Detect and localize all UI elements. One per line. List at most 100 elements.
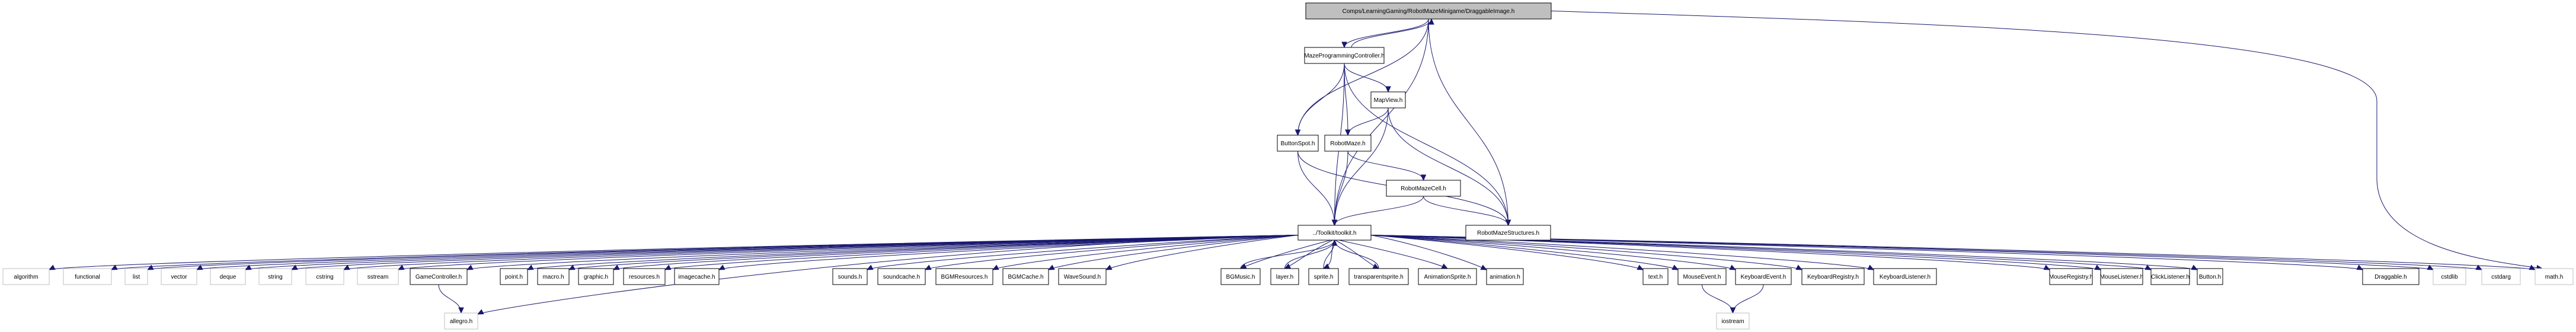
node-box[interactable]: [1002, 268, 1049, 285]
node-string[interactable]: string: [258, 268, 292, 285]
node-box[interactable]: [1465, 225, 1551, 241]
node-bgmresources[interactable]: BGMResources.h: [935, 268, 993, 285]
node-mouseregistry[interactable]: MouseRegistry.h: [2049, 268, 2093, 285]
edge-toolkit-to-gamecontroller: [466, 235, 1299, 270]
node-box[interactable]: [1305, 2, 1552, 20]
node-box[interactable]: [2481, 268, 2521, 285]
node-macro[interactable]: macro.h: [537, 268, 570, 285]
node-point[interactable]: point.h: [500, 268, 528, 285]
node-box[interactable]: [832, 268, 868, 285]
node-rmstructures[interactable]: RobotMazeStructures.h: [1465, 225, 1551, 241]
node-box[interactable]: [2049, 268, 2093, 285]
node-box[interactable]: [63, 268, 112, 285]
node-box[interactable]: [2362, 268, 2420, 285]
node-mouseevent[interactable]: MouseEvent.h: [1677, 268, 1727, 285]
node-allegro[interactable]: allegro.h: [444, 312, 478, 330]
node-box[interactable]: [161, 268, 197, 285]
arrowhead-icon: [343, 264, 350, 270]
node-box[interactable]: [1277, 135, 1319, 152]
node-box[interactable]: [1308, 268, 1339, 285]
node-box[interactable]: [124, 268, 148, 285]
node-iostream[interactable]: iostream: [1716, 312, 1750, 330]
node-box[interactable]: [1297, 225, 1372, 241]
node-box[interactable]: [877, 268, 926, 285]
node-box[interactable]: [357, 268, 399, 285]
node-box[interactable]: [623, 268, 666, 285]
node-box[interactable]: [2100, 268, 2143, 285]
node-list[interactable]: list: [124, 268, 148, 285]
node-wavesound[interactable]: WaveSound.h: [1058, 268, 1107, 285]
node-box[interactable]: [2197, 268, 2223, 285]
node-box[interactable]: [2433, 268, 2466, 285]
node-button[interactable]: Button.h: [2197, 268, 2223, 285]
node-layer[interactable]: layer.h: [1270, 268, 1299, 285]
node-box[interactable]: [1270, 268, 1299, 285]
node-box[interactable]: [674, 268, 720, 285]
node-buttonspot[interactable]: ButtonSpot.h: [1277, 135, 1319, 152]
node-imagecache[interactable]: imagecache.h: [674, 268, 720, 285]
node-box[interactable]: [1324, 135, 1372, 152]
node-resources[interactable]: resources.h: [623, 268, 666, 285]
node-algorithm[interactable]: algorithm: [2, 268, 50, 285]
node-deque[interactable]: deque: [210, 268, 246, 285]
node-robotmazecell[interactable]: RobotMazeCell.h: [1386, 180, 1461, 197]
node-box[interactable]: [500, 268, 528, 285]
node-box[interactable]: [1735, 268, 1792, 285]
node-box[interactable]: [1304, 47, 1385, 64]
node-box[interactable]: [1486, 268, 1524, 285]
node-box[interactable]: [210, 268, 246, 285]
edge-line: [1423, 196, 1508, 226]
node-root[interactable]: Comps/LearningGaming/RobotMazeMinigame/D…: [1305, 2, 1552, 20]
node-keyboardlistener[interactable]: KeyboardListener.h: [1873, 268, 1937, 285]
node-bgmusic[interactable]: BGMusic.h: [1220, 268, 1261, 285]
node-box[interactable]: [1418, 268, 1477, 285]
node-box[interactable]: [1220, 268, 1261, 285]
node-box[interactable]: [1716, 312, 1750, 330]
node-box[interactable]: [1058, 268, 1107, 285]
node-sounds[interactable]: sounds.h: [832, 268, 868, 285]
node-bgmcache[interactable]: BGMCache.h: [1002, 268, 1049, 285]
node-box[interactable]: [537, 268, 570, 285]
node-cstdarg[interactable]: cstdarg: [2481, 268, 2521, 285]
node-clicklistener[interactable]: ClickListener.h: [2150, 268, 2190, 285]
node-toolkit[interactable]: ../Toolkit/toolkit.h: [1297, 225, 1372, 241]
node-box[interactable]: [935, 268, 993, 285]
node-box[interactable]: [2535, 268, 2574, 285]
node-gamecontroller[interactable]: GameController.h: [410, 268, 468, 285]
node-box[interactable]: [2, 268, 50, 285]
node-mapview[interactable]: MapView.h: [1370, 91, 1406, 108]
node-keyboardregistry[interactable]: KeyboardRegistry.h: [1801, 268, 1865, 285]
node-box[interactable]: [410, 268, 468, 285]
node-graphic[interactable]: graphic.h: [578, 268, 614, 285]
node-vector[interactable]: vector: [161, 268, 197, 285]
node-soundcache[interactable]: soundcache.h: [877, 268, 926, 285]
node-box[interactable]: [444, 312, 478, 330]
node-box[interactable]: [1642, 268, 1669, 285]
node-text[interactable]: text.h: [1642, 268, 1669, 285]
node-cstring[interactable]: cstring: [305, 268, 344, 285]
node-keyboardevent[interactable]: KeyboardEvent.h: [1735, 268, 1792, 285]
node-cstdlib[interactable]: cstdlib: [2433, 268, 2466, 285]
node-math[interactable]: math.h: [2535, 268, 2574, 285]
node-box[interactable]: [1677, 268, 1727, 285]
node-mouselistener[interactable]: MouseListener.h: [2100, 268, 2143, 285]
node-box[interactable]: [305, 268, 344, 285]
node-box[interactable]: [1801, 268, 1865, 285]
node-box[interactable]: [1348, 268, 1409, 285]
node-box[interactable]: [258, 268, 292, 285]
arrowhead-icon: [1372, 263, 1380, 269]
node-animation[interactable]: animation.h: [1486, 268, 1524, 285]
node-sstream[interactable]: sstream: [357, 268, 399, 285]
node-box[interactable]: [2150, 268, 2190, 285]
node-transparentsprite[interactable]: transparentsprite.h: [1348, 268, 1409, 285]
node-robotmaze[interactable]: RobotMaze.h: [1324, 135, 1372, 152]
node-sprite[interactable]: sprite.h: [1308, 268, 1339, 285]
node-box[interactable]: [1873, 268, 1937, 285]
node-animationsprite[interactable]: AnimationSprite.h: [1418, 268, 1477, 285]
node-box[interactable]: [1370, 91, 1406, 108]
node-functional[interactable]: functional: [63, 268, 112, 285]
node-box[interactable]: [1386, 180, 1461, 197]
node-mpc[interactable]: MazeProgrammingController.h: [1304, 47, 1385, 64]
node-draggable[interactable]: Draggable.h: [2362, 268, 2420, 285]
node-box[interactable]: [578, 268, 614, 285]
